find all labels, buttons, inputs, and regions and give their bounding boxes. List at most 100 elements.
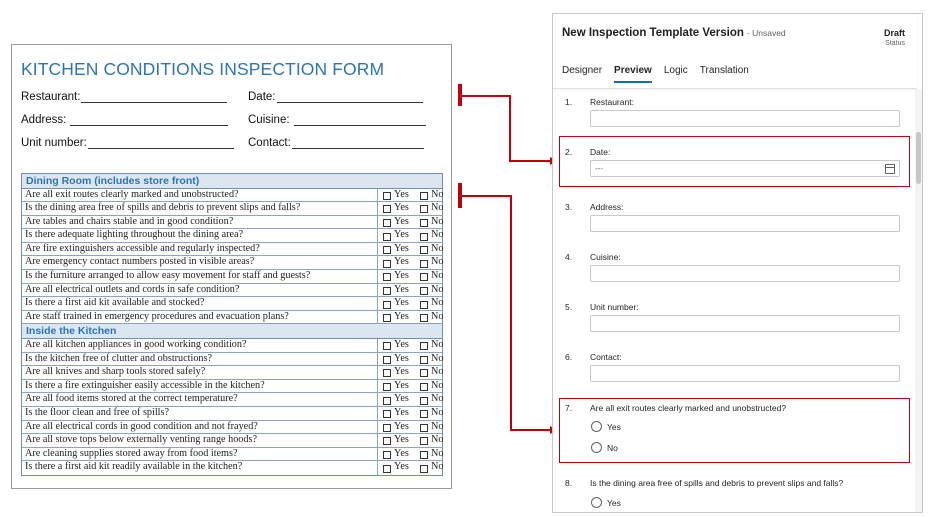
paper-yes-option: Yes	[383, 256, 409, 269]
paper-no-option: No	[420, 461, 443, 474]
paper-question-row: Is the floor clean and free of spills?Ye…	[22, 406, 443, 421]
paper-question-row: Are emergency contact numbers posted in …	[22, 256, 443, 271]
checkbox-icon	[420, 259, 428, 268]
paper-question-row: Are fire extinguishers accessible and re…	[22, 242, 443, 257]
checkbox-icon	[420, 300, 428, 309]
question-label-restaurant: Restaurant:	[590, 97, 634, 107]
paper-no-option: No	[420, 339, 443, 352]
paper-no-option: No	[420, 189, 443, 202]
checkbox-icon	[420, 273, 428, 282]
paper-no-option: No	[420, 366, 443, 379]
paper-checklist-table: Dining Room (includes store front)Are al…	[21, 173, 443, 476]
paper-question-row: Is there a first aid kit readily availab…	[22, 461, 443, 475]
paper-no-option: No	[420, 448, 443, 461]
connector-line	[510, 195, 512, 430]
paper-yes-option: Yes	[383, 339, 409, 352]
paper-question-row: Is there adequate lighting throughout th…	[22, 229, 443, 243]
paper-no-option: No	[420, 393, 443, 406]
date-placeholder: ---	[595, 164, 603, 173]
checkbox-icon	[383, 246, 391, 255]
question-number: 1.	[565, 97, 573, 107]
paper-question-row: Are all electrical outlets and cords in …	[22, 283, 443, 298]
tab-translation[interactable]: Translation	[699, 65, 749, 76]
radio-option-yes[interactable]: Yes	[591, 497, 621, 508]
inspection-template-app: New Inspection Template Version- Unsaved…	[552, 13, 923, 513]
question-number: 6.	[565, 352, 573, 362]
checkbox-icon	[383, 342, 391, 351]
checkbox-icon	[420, 191, 428, 200]
address-input[interactable]	[590, 215, 900, 232]
unsaved-indicator: - Unsaved	[746, 28, 786, 38]
paper-question-text: Are all knives and sharp tools stored sa…	[25, 366, 206, 378]
scrollbar-track[interactable]	[915, 89, 922, 512]
page-title: New Inspection Template Version- Unsaved	[562, 27, 786, 39]
column-divider	[377, 188, 378, 202]
date-input[interactable]: ---	[590, 160, 900, 177]
highlight-date-question	[559, 136, 910, 187]
column-divider	[377, 310, 378, 324]
connector-line	[462, 95, 510, 97]
checkbox-icon	[383, 286, 391, 295]
status-badge: Draft	[883, 28, 905, 38]
paper-field-contact: Contact:	[248, 137, 424, 149]
scrollbar-thumb[interactable]	[916, 132, 921, 184]
paper-question-text: Are all food items stored at the correct…	[25, 393, 238, 405]
paper-question-text: Are emergency contact numbers posted in …	[25, 256, 255, 268]
paper-yes-option: Yes	[383, 393, 409, 406]
checkbox-icon	[383, 396, 391, 405]
question-number: 3.	[565, 202, 573, 212]
question-number: 4.	[565, 252, 573, 262]
paper-question-text: Are all electrical cords in good conditi…	[25, 420, 258, 432]
paper-question-row: Are all exit routes clearly marked and u…	[22, 188, 443, 203]
paper-question-row: Is there a fire extinguisher easily acce…	[22, 379, 443, 394]
checkbox-icon	[420, 437, 428, 446]
checkbox-icon	[420, 464, 428, 473]
contact-input[interactable]	[590, 365, 900, 382]
unit-number-input[interactable]	[590, 315, 900, 332]
column-divider	[377, 242, 378, 256]
paper-yes-option: Yes	[383, 448, 409, 461]
paper-question-row: Is there a first aid kit available and s…	[22, 297, 443, 311]
checkbox-icon	[383, 218, 391, 227]
column-divider	[377, 434, 378, 447]
tab-logic[interactable]: Logic	[663, 65, 688, 76]
paper-no-option: No	[420, 380, 443, 393]
restaurant-input[interactable]	[590, 110, 900, 127]
checkbox-icon	[383, 300, 391, 309]
paper-yes-option: Yes	[383, 421, 409, 434]
radio-button[interactable]	[591, 442, 602, 453]
checkbox-icon	[420, 410, 428, 419]
radio-option-no[interactable]: No	[591, 442, 618, 453]
question-label-dining-spills: Is the dining area free of spills and de…	[590, 478, 844, 488]
checkbox-icon	[420, 218, 428, 227]
tab-preview[interactable]: Preview	[614, 65, 652, 83]
paper-yes-option: Yes	[383, 407, 409, 420]
paper-question-text: Is the dining area free of spills and de…	[25, 202, 301, 214]
checkbox-icon	[383, 369, 391, 378]
checkbox-icon	[383, 191, 391, 200]
radio-button[interactable]	[591, 421, 602, 432]
checkbox-icon	[420, 369, 428, 378]
paper-section-header: Dining Room (includes store front)	[22, 174, 442, 189]
paper-yes-option: Yes	[383, 189, 409, 202]
paper-question-text: Is the furniture arranged to allow easy …	[25, 270, 311, 282]
radio-button[interactable]	[591, 497, 602, 508]
paper-no-option: No	[420, 270, 443, 283]
paper-form-title: KITCHEN CONDITIONS INSPECTION FORM	[21, 59, 385, 79]
tab-designer[interactable]: Designer	[562, 65, 603, 76]
radio-option-yes[interactable]: Yes	[591, 421, 621, 432]
checkbox-icon	[383, 355, 391, 364]
cuisine-input[interactable]	[590, 265, 900, 282]
status-label: Status	[885, 40, 905, 47]
paper-yes-option: Yes	[383, 202, 409, 215]
column-divider	[377, 461, 378, 475]
calendar-icon[interactable]	[885, 164, 895, 174]
paper-no-option: No	[420, 407, 443, 420]
paper-question-text: Are all kitchen appliances in good worki…	[25, 338, 247, 350]
checkbox-icon	[383, 205, 391, 214]
checkbox-icon	[383, 464, 391, 473]
paper-no-option: No	[420, 216, 443, 229]
column-divider	[377, 447, 378, 461]
paper-field-unit-number: Unit number:	[21, 137, 234, 149]
checkbox-icon	[420, 382, 428, 391]
